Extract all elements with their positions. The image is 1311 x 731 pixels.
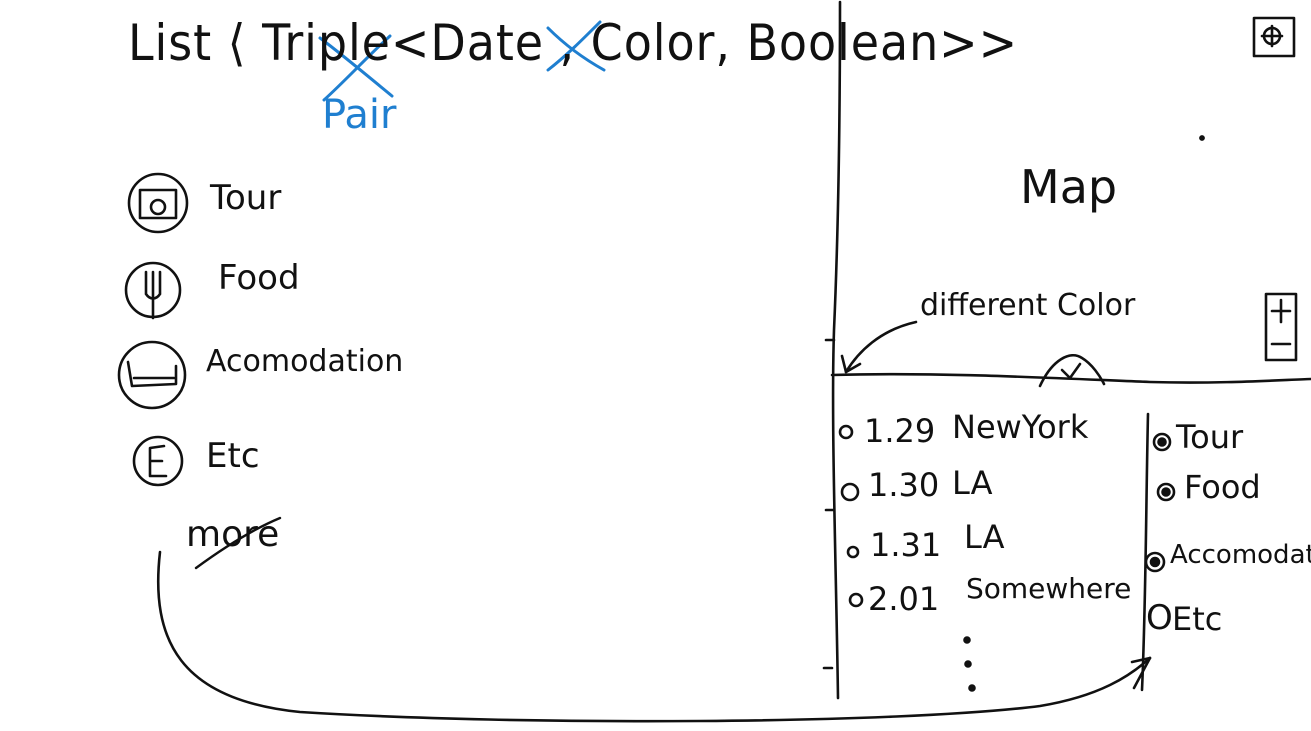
map-annotation: different Color — [920, 288, 1136, 323]
legend-tour-label: Tour — [1176, 418, 1244, 456]
title-struck-param: Color — [590, 14, 716, 72]
legend-etc-marker: O — [1146, 598, 1173, 638]
legend-food-label: Food — [1184, 468, 1261, 506]
timeline-date-1: 1.29 — [864, 412, 936, 450]
zoom-in-button[interactable] — [1266, 294, 1296, 327]
legend-etc-label: Etc — [1172, 600, 1223, 638]
category-etc-label: Etc — [206, 436, 260, 476]
category-food-label: Food — [218, 258, 300, 298]
title-correction: Pair — [322, 92, 397, 138]
zoom-out-button[interactable] — [1266, 327, 1296, 360]
timeline-place-3: LA — [964, 518, 1005, 556]
category-tour-label: Tour — [210, 178, 282, 218]
more-label: more — [186, 514, 280, 555]
timeline-place-1: NewYork — [952, 408, 1089, 446]
my-location-button[interactable] — [1254, 18, 1294, 56]
timeline-place-2: LA — [952, 464, 993, 502]
map-label: Map — [1020, 160, 1118, 214]
timeline-date-4: 2.01 — [868, 580, 940, 618]
title-open-bracket: ⟨ — [227, 14, 247, 72]
title-prefix: List — [128, 14, 213, 72]
annotation-arrow — [844, 320, 918, 374]
timeline-place-4: Somewhere — [966, 572, 1132, 605]
page-title: List ⟨ Triple<Date , Color, Boolean>> — [128, 14, 1018, 72]
sheet-divider — [830, 372, 1311, 384]
panel-divider — [831, 0, 842, 700]
legend-accommodation-label: Accomodation — [1170, 540, 1311, 570]
category-accommodation-label: Acomodation — [206, 344, 404, 379]
title-params-start: <Date , — [390, 14, 576, 72]
sheet-handle — [1038, 354, 1106, 388]
legend-divider — [1140, 412, 1150, 692]
title-struck-word: Triple — [262, 14, 391, 72]
title-params-end: , Boolean>> — [715, 14, 1019, 72]
more-connector-arrow — [156, 550, 1152, 723]
timeline-date-3: 1.31 — [870, 526, 942, 564]
timeline-date-2: 1.30 — [868, 466, 940, 504]
